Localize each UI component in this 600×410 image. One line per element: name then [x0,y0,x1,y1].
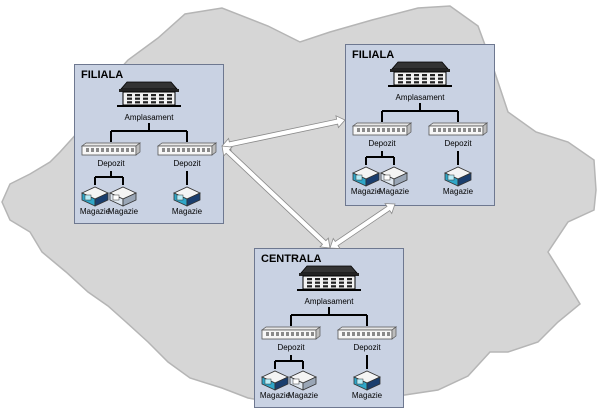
office-title: FILIALA [352,49,395,61]
office-title: CENTRALA [261,253,322,265]
deposit-label: Depozit [97,159,125,168]
office-title: FILIALA [81,69,124,81]
location-label: Amplasament [304,297,354,306]
magazine-label: Magazie [171,207,203,216]
location-label: Amplasament [395,93,445,102]
magazine-label: Magazie [378,187,410,196]
tree-connectors [94,123,188,185]
magazine-label: Magazie [442,187,474,196]
deposit-label: Depozit [173,159,201,168]
magazine-label: Magazie [259,391,291,400]
deposit-label: Depozit [368,139,396,148]
deposit-label: Depozit [444,139,472,148]
deposit-label: Depozit [277,343,305,352]
connection-arrow [221,115,346,151]
magazine-label: Magazie [287,391,319,400]
magazine-label: Magazie [350,187,382,196]
tree-connectors [274,307,368,369]
connection-arrow [221,145,331,249]
magazine-label: Magazie [79,207,111,216]
magazine-label: Magazie [351,391,383,400]
magazine-label: Magazie [107,207,139,216]
location-label: Amplasament [124,113,174,122]
connection-arrow [329,203,396,249]
deposit-label: Depozit [353,343,381,352]
tree-connectors [365,103,459,165]
